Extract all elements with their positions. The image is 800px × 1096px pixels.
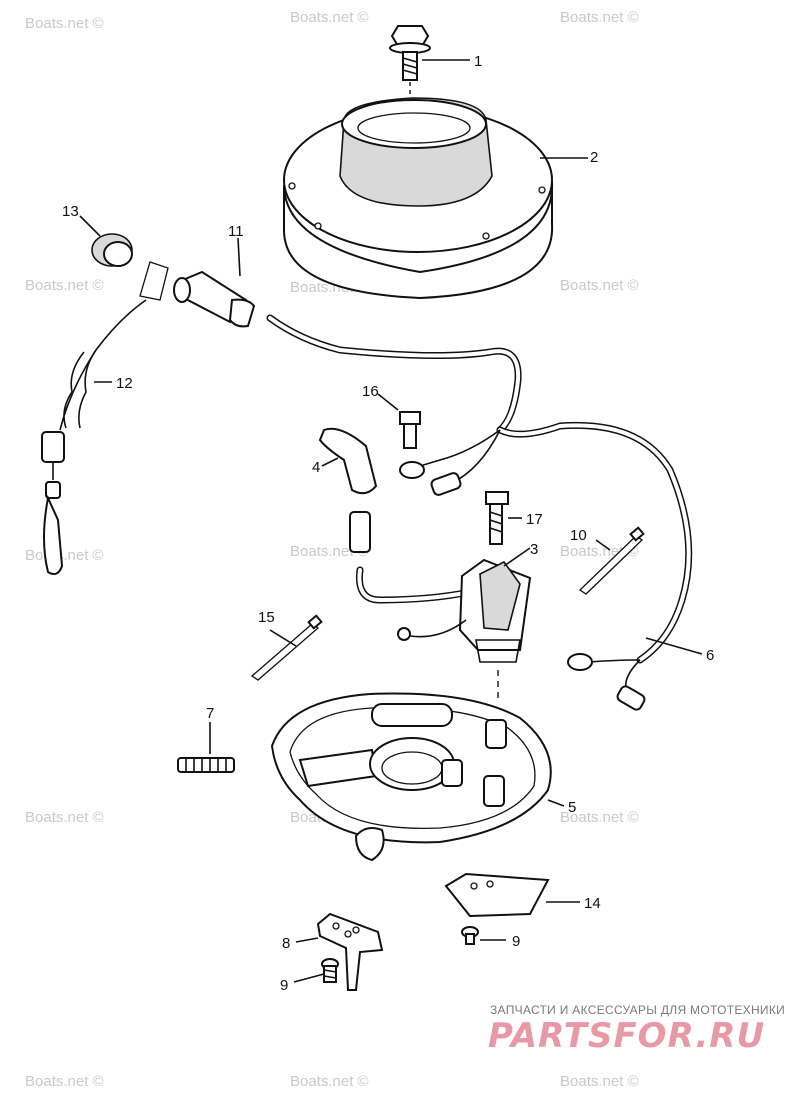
watermark: Boats.net © (560, 9, 639, 26)
part-16-screw (377, 393, 421, 449)
callout-8: 8 (282, 935, 290, 952)
callout-1: 1 (474, 53, 482, 70)
callout-5: 5 (568, 799, 576, 816)
part-13-ring (79, 215, 133, 267)
branding-caption: ЗАПЧАСТИ И АКСЕССУАРЫ ДЛЯ МОТОТЕХНИКИ (490, 1003, 786, 1017)
callout-17: 17 (526, 511, 543, 528)
watermark: Boats.net © (25, 277, 104, 294)
callout-9-left: 9 (280, 977, 288, 994)
callout-14: 14 (584, 895, 601, 912)
callout-2: 2 (590, 149, 598, 166)
part-17-screw (485, 491, 522, 545)
part-3-ignition-module (397, 547, 532, 663)
part-4-spark-boot (318, 427, 378, 495)
part-12-lanyard (41, 261, 169, 575)
watermark: Boats.net © (560, 277, 639, 294)
part-15-cable-tie (250, 614, 323, 681)
watermark: Boats.net © (25, 809, 104, 826)
callout-6: 6 (706, 647, 714, 664)
part-9-screw-left (293, 958, 339, 983)
callout-labels: 1 2 3 4 5 6 7 8 9 9 10 11 12 13 14 15 16… (62, 53, 714, 994)
watermark: Boats.net © (25, 1073, 104, 1090)
part-2-flywheel (283, 97, 588, 300)
alignment-lines (409, 82, 499, 700)
callout-13: 13 (62, 203, 79, 220)
watermark: Boats.net © (25, 15, 104, 32)
callout-3: 3 (530, 541, 538, 558)
callout-7: 7 (206, 705, 214, 722)
callout-9-right: 9 (512, 933, 520, 950)
part-9-screw-right (461, 926, 506, 945)
callout-12: 12 (116, 375, 133, 392)
branding-logo: PARTSFOR.RU (488, 1016, 766, 1056)
watermark: Boats.net © (290, 9, 369, 26)
part-8-bracket (295, 912, 384, 991)
callout-16: 16 (362, 383, 379, 400)
high-tension-lead (349, 511, 474, 604)
part-5-stator-plate (270, 692, 565, 862)
watermark: Boats.net © (560, 809, 639, 826)
callout-15: 15 (258, 609, 275, 626)
part-1-bolt (389, 25, 470, 81)
part-6-wire-harness (266, 314, 703, 711)
watermark: Boats.net © (560, 1073, 639, 1090)
part-10-cable-tie (578, 526, 645, 595)
callout-4: 4 (312, 459, 320, 476)
callout-11: 11 (228, 223, 244, 240)
part-7-sleeve (177, 722, 235, 773)
watermark: Boats.net © (290, 543, 369, 560)
part-14-cover-plate (444, 872, 580, 918)
watermark: Boats.net © (290, 1073, 369, 1090)
watermark: Boats.net © (25, 547, 104, 564)
part-11-stop-switch (173, 237, 256, 328)
callout-10: 10 (570, 527, 587, 544)
